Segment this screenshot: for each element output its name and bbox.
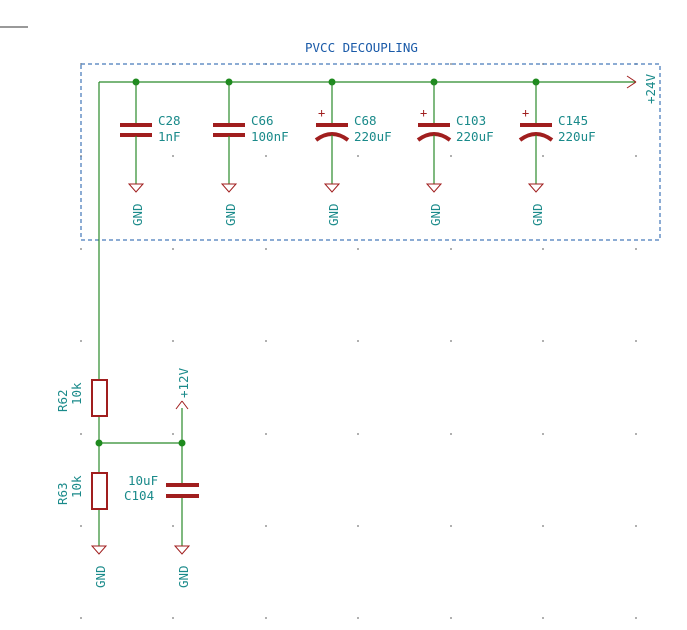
grid-dot (635, 433, 637, 435)
grid-dot (542, 340, 544, 342)
grid-dot (172, 525, 174, 527)
grid-dot (172, 617, 174, 619)
grid-dot (450, 63, 452, 65)
grid-dot (80, 248, 82, 250)
grid-dot (635, 617, 637, 619)
grid-dot (450, 248, 452, 250)
r63-ref-label: R63 (55, 482, 70, 505)
grid-dot (80, 617, 82, 619)
cap-ref-label: C28 (158, 113, 181, 128)
power-12v-symbol[interactable] (175, 400, 189, 410)
cap-value-label: 100nF (251, 129, 289, 144)
grid-dot (357, 340, 359, 342)
grid-dot (635, 525, 637, 527)
cap-plate-curved (416, 132, 452, 142)
polarity-plus-mark: + (522, 106, 529, 120)
grid-dot (450, 433, 452, 435)
power-12v-label: +12V (176, 367, 191, 398)
r62-ref-label: R62 (55, 389, 70, 412)
grid-dot (265, 433, 267, 435)
cap-plate-curved (314, 132, 350, 142)
gnd-symbol-c104[interactable] (173, 545, 191, 555)
grid-dot (542, 155, 544, 157)
group-title: PVCC DECOUPLING (305, 40, 418, 55)
cap-ref-label: C66 (251, 113, 274, 128)
gnd-label-r63: GND (93, 565, 108, 588)
grid-dot (450, 617, 452, 619)
gnd-symbol[interactable] (527, 183, 545, 193)
grid-dot (635, 340, 637, 342)
r63-value-label: 10k (69, 475, 84, 498)
cap-value-label: 220uF (456, 129, 494, 144)
grid-dot (450, 155, 452, 157)
capacitor-c104[interactable] (166, 483, 199, 498)
cap-ref-label: C68 (354, 113, 377, 128)
grid-dot (80, 525, 82, 527)
gnd-symbol[interactable] (127, 183, 145, 193)
cap-plate-curved (518, 132, 554, 142)
grid-dots (80, 63, 637, 619)
grid-dot (172, 248, 174, 250)
cap-value-label: 1nF (158, 129, 181, 144)
grid-dot (265, 525, 267, 527)
grid-dot (357, 433, 359, 435)
power-24v-symbol[interactable] (626, 75, 637, 89)
grid-dot (542, 525, 544, 527)
grid-dot (265, 617, 267, 619)
gnd-label: GND (530, 203, 545, 226)
grid-dot (450, 525, 452, 527)
grid-dot (357, 155, 359, 157)
cap-ref-label: C103 (456, 113, 486, 128)
grid-dot (265, 155, 267, 157)
gnd-label: GND (428, 203, 443, 226)
gnd-label: GND (223, 203, 238, 226)
c104-value-label: 10uF (128, 473, 158, 488)
grid-dot (357, 617, 359, 619)
c104-ref-label: C104 (124, 488, 154, 503)
gnd-symbol[interactable] (220, 183, 238, 193)
r62-value-label: 10k (69, 382, 84, 405)
polarity-plus-mark: + (420, 106, 427, 120)
divider-junction (95, 439, 103, 447)
gnd-symbol[interactable] (425, 183, 443, 193)
decoupling-group-frame[interactable] (80, 63, 661, 241)
gnd-symbol-r63[interactable] (90, 545, 108, 555)
polarity-plus-mark: + (318, 106, 325, 120)
gnd-label: GND (130, 203, 145, 226)
resistor-r63[interactable] (91, 472, 108, 510)
resistor-r62[interactable] (91, 379, 108, 417)
grid-dot (80, 433, 82, 435)
grid-dot (542, 433, 544, 435)
power-24v-label: +24V (643, 73, 658, 104)
grid-dot (635, 155, 637, 157)
grid-dot (542, 248, 544, 250)
gnd-symbol[interactable] (323, 183, 341, 193)
grid-dot (172, 155, 174, 157)
grid-dot (450, 340, 452, 342)
grid-dot (635, 248, 637, 250)
grid-dot (542, 617, 544, 619)
grid-dot (357, 248, 359, 250)
decoupling-capacitor-row: GNDC281nFGNDC66100nF+GNDC68220uF+GNDC103… (120, 78, 596, 227)
grid-dot (265, 340, 267, 342)
cap-value-label: 220uF (354, 129, 392, 144)
grid-dot (265, 248, 267, 250)
gnd-label-c104: GND (176, 565, 191, 588)
grid-dot (80, 340, 82, 342)
grid-dot (172, 340, 174, 342)
tap-junction (178, 439, 186, 447)
grid-dot (172, 433, 174, 435)
grid-dot (357, 525, 359, 527)
gnd-label: GND (326, 203, 341, 226)
cap-value-label: 220uF (558, 129, 596, 144)
cap-ref-label: C145 (558, 113, 588, 128)
